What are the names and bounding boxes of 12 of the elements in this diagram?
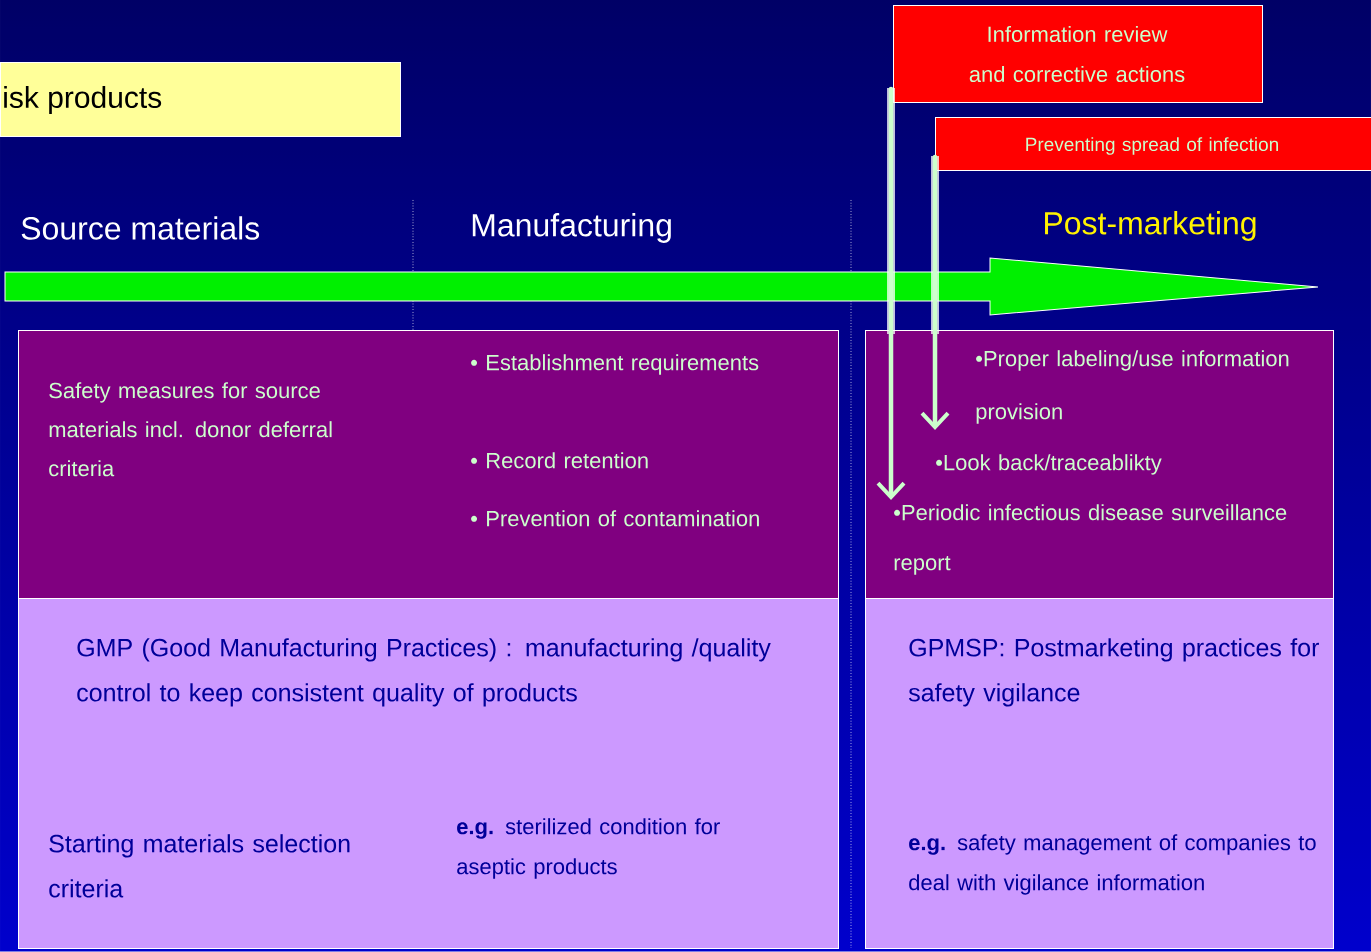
practices-panel: GPMSP: Postmarketing practices for safety vigilance e.g. safety management of companies to deal with vigilance information bbox=[865, 598, 1334, 949]
column-heading: Source materials bbox=[21, 216, 260, 240]
measures-panel: Safety measures for source materials incl. donor deferral criteria • Establishment requirements • Record retention • Prevention of contamination bbox=[18, 330, 839, 599]
column-heading: Post-marketing bbox=[1045, 211, 1256, 241]
practices-panel: GMP (Good Manufacturing Practices) : manufacturing /quality control to keep consistent quality of products Starting materials selection criteria e.g. sterilized condition for aseptic products bbox=[18, 598, 839, 949]
callout-box: Preventing spread of infection bbox=[935, 117, 1371, 171]
arrow bbox=[920, 154, 950, 430]
column-heading: Manufacturing bbox=[472, 213, 671, 243]
arrow bbox=[876, 86, 906, 500]
title-box: isk products bbox=[0, 62, 401, 137]
callout-box: Information review and corrective actions bbox=[893, 5, 1263, 103]
measures-panel: •Proper labeling/use information provision •Look back/traceablikty •Periodic infectious disease surveillance report bbox=[865, 330, 1334, 599]
